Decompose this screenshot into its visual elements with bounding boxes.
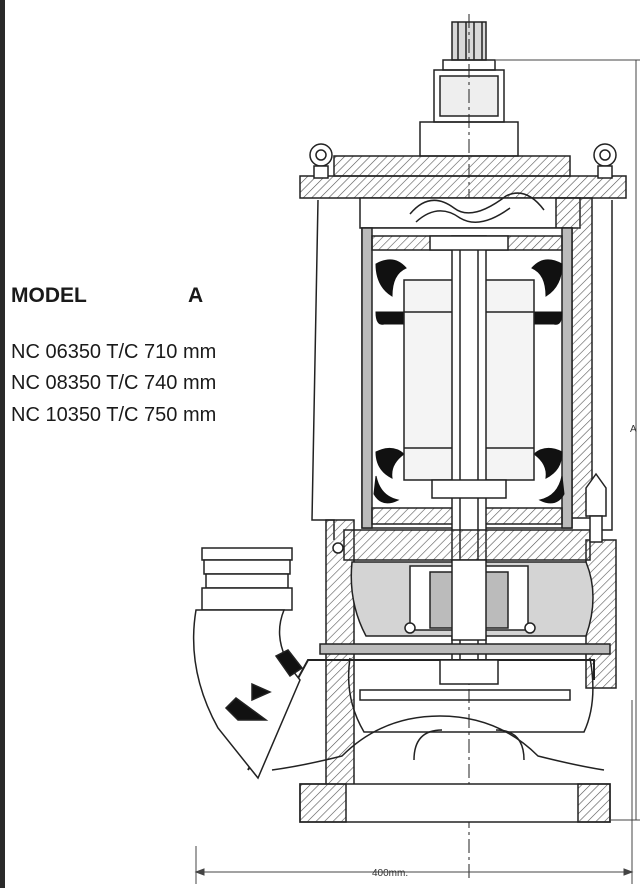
left-border <box>0 0 5 888</box>
seal-bolt-right <box>524 622 536 634</box>
model-row: NC 10350 T/C 750 mm <box>11 404 217 426</box>
model-row: NC 08350 T/C 740 mm <box>11 372 217 394</box>
model-header: MODEL <box>11 284 87 307</box>
discharge-nozzle <box>192 547 304 780</box>
volute-and-impeller <box>247 643 611 823</box>
width-dimension-label: 400mm. <box>372 868 409 879</box>
dimension-lines <box>194 59 640 884</box>
height-dimension-letter: A <box>630 424 637 435</box>
top-cover <box>299 143 627 229</box>
model-row: NC 06350 T/C 710 mm <box>11 341 217 363</box>
dimension-a-header: A <box>188 284 204 307</box>
seal-chamber <box>332 472 607 641</box>
seal-bolt-left <box>404 622 416 634</box>
